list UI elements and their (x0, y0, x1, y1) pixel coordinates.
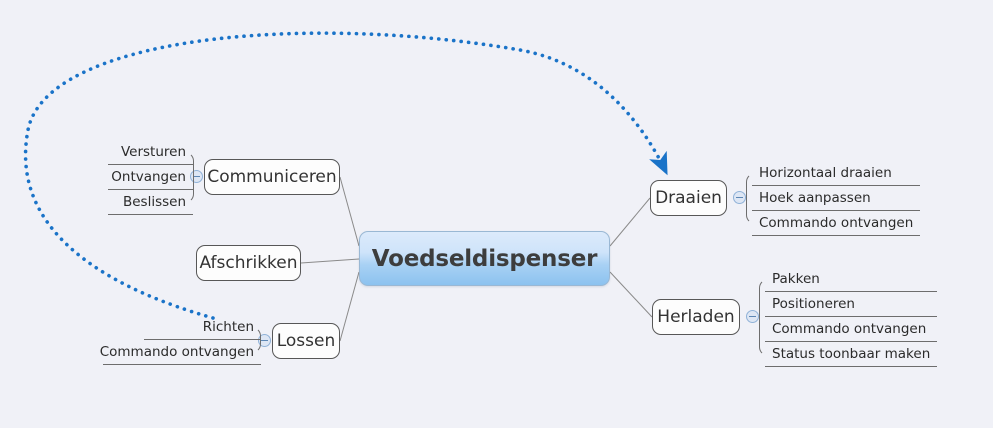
collapse-toggle-herladen[interactable] (746, 310, 759, 323)
leaf-item[interactable]: Commando ontvangen (100, 340, 261, 365)
branch-label-herladen: Herladen (657, 307, 735, 327)
leaf-spine-herladen (759, 279, 769, 356)
leaf-label: Status toonbaar maken (772, 345, 931, 362)
leaf-underline (752, 235, 921, 236)
leaf-underline (103, 364, 261, 365)
leaf-item[interactable]: Beslissen (108, 190, 193, 215)
leafgroup-herladen: Pakken Positioneren Commando ontvangen S… (759, 267, 938, 367)
leaf-label: Positioneren (772, 295, 855, 312)
leaf-underline (765, 366, 938, 367)
root-node-label: Voedseldispenser (371, 245, 598, 272)
leaf-label: Horizontaal draaien (759, 164, 892, 181)
branch-label-draaien: Draaien (655, 188, 722, 208)
branch-node-communiceren[interactable]: Communiceren (204, 159, 340, 195)
leaf-spine-draaien (746, 173, 756, 224)
leaf-label: Richten (202, 318, 254, 335)
leaf-underline (765, 291, 938, 292)
leaf-label: Pakken (772, 270, 820, 287)
leaf-item[interactable]: Horizontaal draaien (746, 161, 921, 186)
leaf-label: Beslissen (122, 193, 186, 210)
leaf-underline (108, 214, 193, 215)
leaf-underline (108, 164, 193, 165)
branch-node-herladen[interactable]: Herladen (652, 299, 740, 335)
collapse-toggle-lossen[interactable] (258, 334, 271, 347)
leaf-underline (765, 341, 938, 342)
leaf-underline (752, 185, 921, 186)
leaf-item[interactable]: Richten (103, 315, 261, 340)
link-root-afschrikken (300, 258, 360, 264)
link-root-communiceren (339, 176, 360, 247)
leaf-underline (108, 189, 193, 190)
leaf-label: Commando ontvangen (99, 343, 254, 360)
branch-node-afschrikken[interactable]: Afschrikken (196, 245, 301, 281)
leaf-item[interactable]: Status toonbaar maken (759, 342, 938, 367)
branch-node-draaien[interactable]: Draaien (650, 180, 727, 216)
leafgroup-draaien: Horizontaal draaien Hoek aanpassen Comma… (746, 161, 921, 236)
leaf-label: Hoek aanpassen (759, 189, 871, 206)
leaf-item[interactable]: Ontvangen (108, 165, 193, 190)
leaf-item[interactable]: Commando ontvangen (759, 317, 938, 342)
leaf-label: Ontvangen (111, 168, 186, 185)
leafgroup-lossen: Richten Commando ontvangen (100, 315, 261, 365)
leaf-item[interactable]: Hoek aanpassen (746, 186, 921, 211)
branch-label-lossen: Lossen (276, 331, 336, 351)
leaf-label: Commando ontvangen (772, 320, 927, 337)
branch-label-afschrikken: Afschrikken (199, 253, 298, 273)
leaf-item[interactable]: Versturen (108, 140, 193, 165)
leaf-underline (752, 210, 921, 211)
leaf-underline (144, 339, 261, 340)
leaf-item[interactable]: Positioneren (759, 292, 938, 317)
leaf-label: Commando ontvangen (759, 214, 914, 231)
leaf-spine-communiceren (184, 152, 194, 203)
collapse-toggle-draaien[interactable] (733, 191, 746, 204)
root-node[interactable]: Voedseldispenser (359, 231, 610, 286)
link-root-herladen (609, 271, 653, 318)
leafgroup-communiceren: Versturen Ontvangen Beslissen (108, 140, 194, 215)
link-root-draaien (609, 197, 651, 247)
leaf-spine-lossen (251, 327, 261, 353)
leaf-item[interactable]: Pakken (759, 267, 938, 292)
leaf-item[interactable]: Commando ontvangen (746, 211, 921, 236)
leaf-underline (765, 316, 938, 317)
branch-label-communiceren: Communiceren (207, 167, 337, 187)
branch-node-lossen[interactable]: Lossen (272, 323, 340, 359)
leaf-label: Versturen (120, 143, 186, 160)
